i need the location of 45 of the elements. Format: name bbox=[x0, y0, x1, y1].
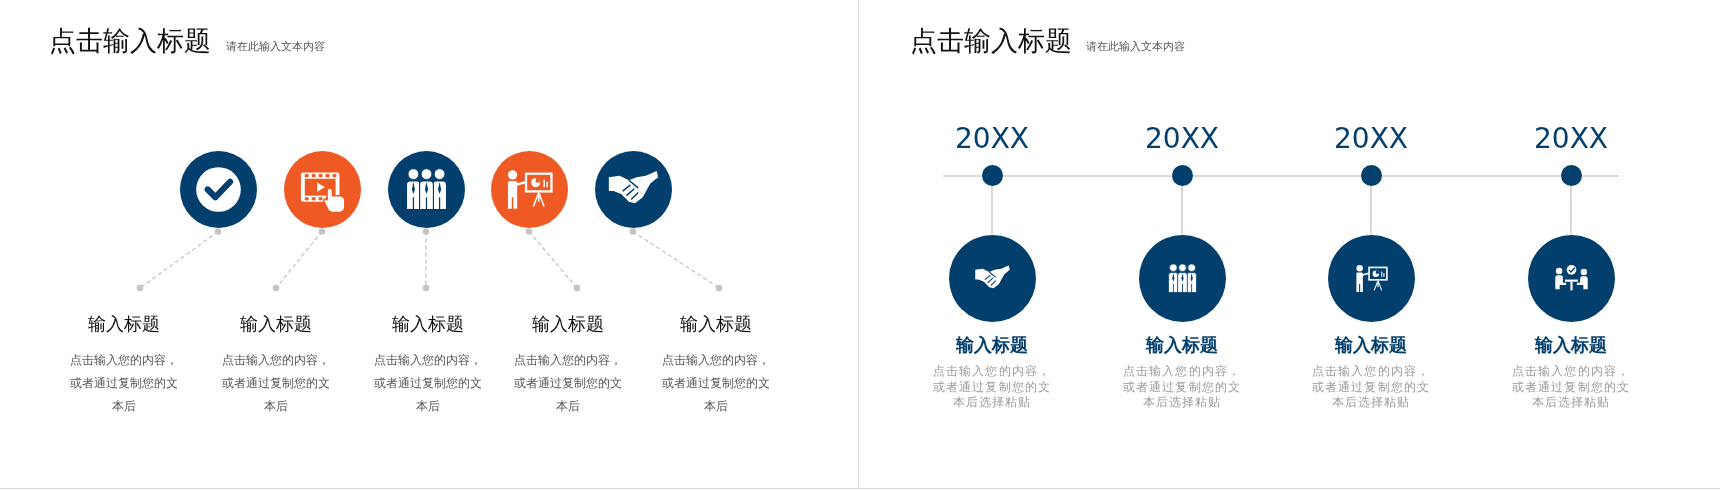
presentation-icon bbox=[490, 150, 568, 228]
connector-line bbox=[1370, 185, 1372, 236]
heading: 输入标题 bbox=[87, 312, 161, 336]
handshake-icon bbox=[948, 234, 1036, 322]
leader-line bbox=[272, 228, 326, 292]
description: 点击输入您的内容，或者通过复制您的文本后选择粘贴 bbox=[1122, 364, 1242, 411]
heading: 输入标题 bbox=[239, 312, 313, 336]
team-icon bbox=[387, 150, 465, 228]
year-label: 20XX bbox=[954, 123, 1030, 155]
description: 点击输入您的内容，或者通过复制您的文本后选择粘贴 bbox=[932, 364, 1052, 411]
year-label: 20XX bbox=[1533, 123, 1609, 155]
heading: 输入标题 bbox=[679, 312, 753, 336]
slide-subtitle: 请在此输入文本内容 bbox=[226, 40, 325, 54]
leader-line bbox=[422, 228, 430, 292]
heading: 输入标题 bbox=[531, 312, 605, 336]
presentation-icon bbox=[1327, 234, 1415, 322]
checkmark-icon bbox=[179, 150, 257, 228]
description: 点击输入您的内容，或者通过复制您的文本后选择粘贴 bbox=[1311, 364, 1431, 411]
heading: 输入标题 bbox=[1144, 333, 1219, 357]
connector-line bbox=[1570, 185, 1572, 236]
year-label: 20XX bbox=[1144, 123, 1220, 155]
slide-title: 点击输入标题 bbox=[49, 25, 211, 57]
description: 点击输入您的内容，或者通过复制您的文本后 bbox=[513, 351, 623, 415]
year-label: 20XX bbox=[1333, 123, 1409, 155]
heading: 输入标题 bbox=[954, 333, 1029, 357]
description: 点击输入您的内容，或者通过复制您的文本后 bbox=[221, 351, 331, 415]
meeting-icon bbox=[1527, 234, 1615, 322]
heading: 输入标题 bbox=[1333, 333, 1408, 357]
handshake-icon bbox=[594, 150, 672, 228]
leader-line bbox=[136, 228, 222, 292]
slide-subtitle: 请在此输入文本内容 bbox=[1086, 40, 1185, 54]
heading: 输入标题 bbox=[1533, 333, 1608, 357]
description: 点击输入您的内容，或者通过复制您的文本后 bbox=[373, 351, 483, 415]
leader-line bbox=[525, 228, 581, 292]
description: 点击输入您的内容，或者通过复制您的文本后 bbox=[69, 351, 179, 415]
connector-line bbox=[991, 185, 993, 236]
connector-line bbox=[1181, 185, 1183, 236]
leader-line bbox=[629, 228, 723, 292]
slide-title: 点击输入标题 bbox=[910, 25, 1072, 57]
slide-panel bbox=[0, 0, 859, 489]
description: 点击输入您的内容，或者通过复制您的文本后选择粘贴 bbox=[1511, 364, 1631, 411]
description: 点击输入您的内容，或者通过复制您的文本后 bbox=[661, 351, 771, 415]
heading: 输入标题 bbox=[391, 312, 465, 336]
video-play-icon bbox=[283, 150, 361, 228]
team-icon bbox=[1138, 234, 1226, 322]
